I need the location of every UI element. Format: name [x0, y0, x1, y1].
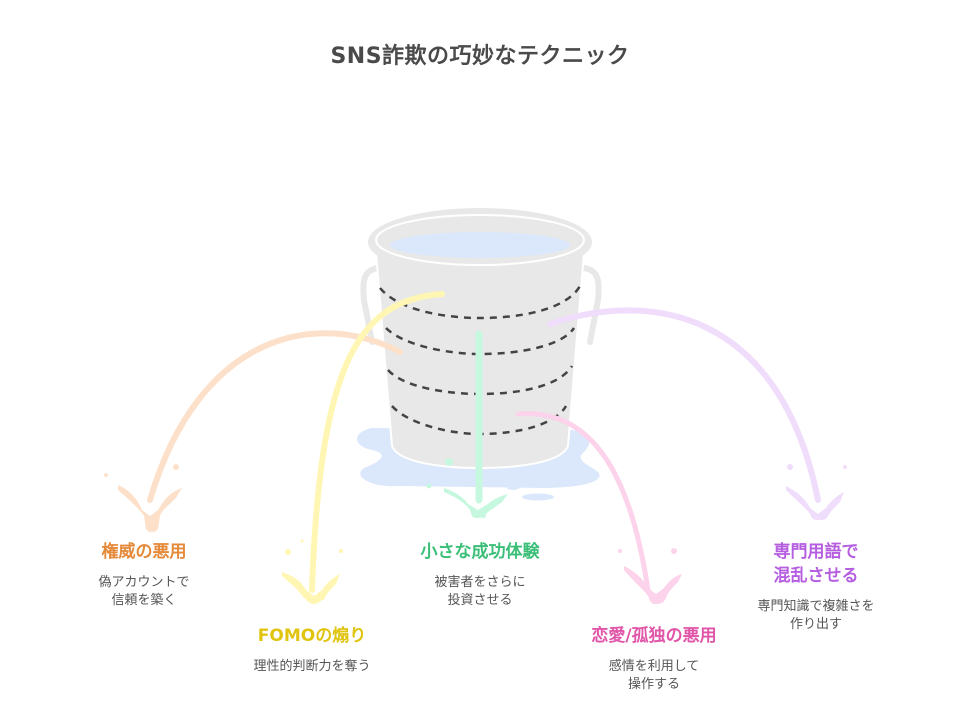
item-description: 偽アカウントで 信頼を築く — [98, 575, 190, 608]
item-romance: 恋愛/孤独の悪用 感情を利用して 操作する — [564, 624, 744, 694]
splash-jargon — [786, 464, 847, 520]
stream-authority — [147, 330, 403, 503]
item-jargon: 専門用語で 混乱させる 専門知識で複雑さを 作り出す — [726, 540, 906, 634]
item-authority: 権威の悪用 偽アカウントで 信頼を築く — [64, 540, 224, 610]
water-drop — [522, 493, 554, 501]
splash-small-success — [426, 458, 508, 519]
item-heading: 専門用語で 混乱させる — [773, 542, 859, 586]
splash-romance — [618, 548, 682, 604]
item-small-success: 小さな成功体験 被害者をさらに 投資させる — [390, 540, 570, 610]
item-fomo: FOMOの煽り 理性的判断力を奪う — [222, 624, 402, 676]
item-heading: 小さな成功体験 — [420, 542, 540, 562]
bucket-handle — [360, 265, 381, 345]
stream-jargon — [547, 307, 821, 503]
item-heading: FOMOの煽り — [257, 626, 367, 646]
splash-fomo — [282, 539, 343, 604]
bucket-water — [390, 232, 570, 258]
bucket-rim-inner — [375, 214, 585, 266]
item-description: 感情を利用して 操作する — [608, 659, 700, 692]
item-description: 被害者をさらに 投資させる — [434, 575, 526, 608]
water-drop — [507, 486, 519, 490]
item-description: 理性的判断力を奪う — [253, 659, 371, 674]
item-description: 専門知識で複雑さを 作り出す — [757, 599, 875, 632]
crack-line — [385, 327, 576, 356]
bucket-handle — [581, 265, 602, 345]
stream-fomo — [309, 291, 445, 593]
page-title: SNS詐欺の巧妙なテクニック — [330, 44, 630, 69]
crack-line — [379, 285, 582, 320]
item-heading: 権威の悪用 — [101, 542, 187, 562]
item-heading: 恋愛/孤独の悪用 — [591, 626, 717, 646]
stream-romance — [515, 411, 651, 593]
splash-authority — [104, 464, 182, 532]
